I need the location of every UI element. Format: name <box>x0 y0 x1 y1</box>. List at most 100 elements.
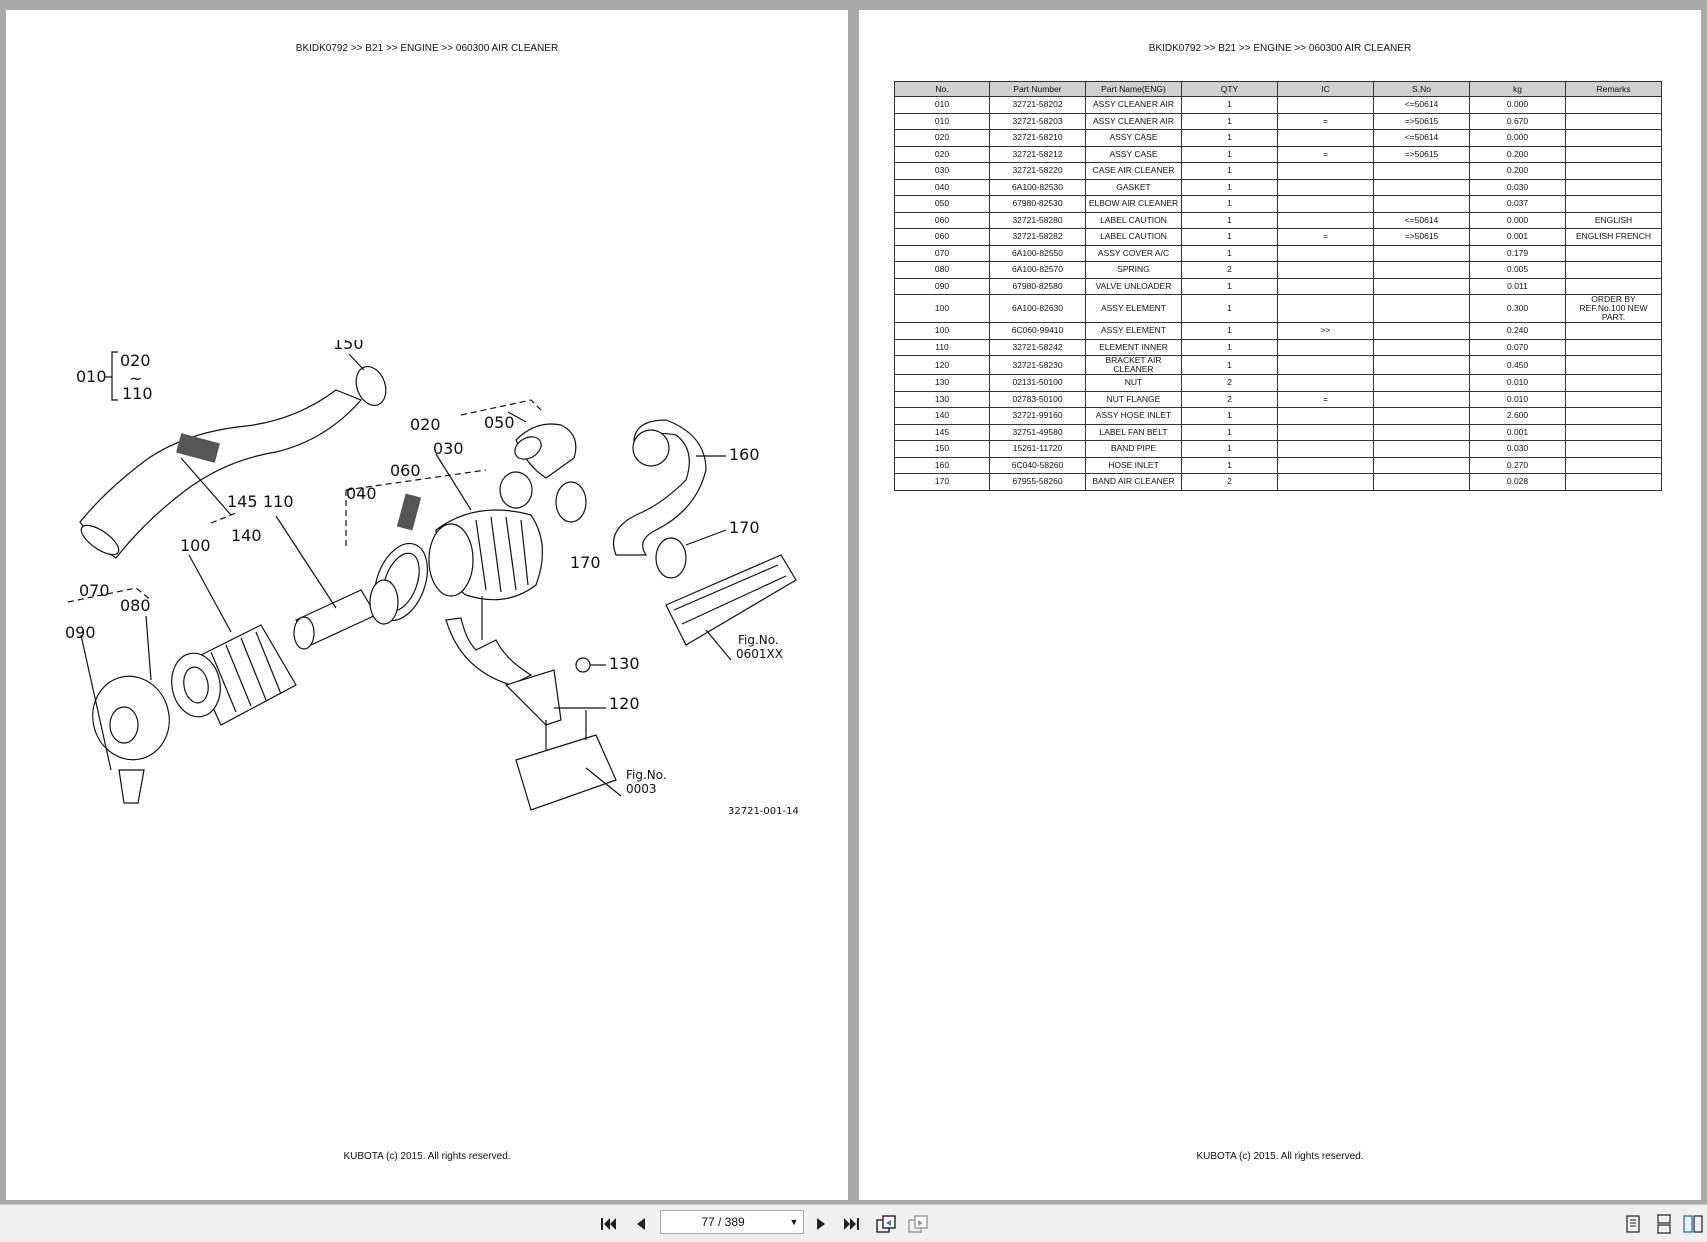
page-indicator[interactable]: 77 / 389 <box>701 1215 745 1229</box>
cell-remarks <box>1565 355 1662 375</box>
cell-part-number: 32721-58242 <box>989 338 1086 356</box>
cell-part-name: LABEL CAUTION <box>1085 228 1182 246</box>
cell-part-name: ASSY COVER A/C <box>1085 244 1182 262</box>
cell-kg: 0.200 <box>1469 145 1566 163</box>
hose-inlet-140 <box>79 389 363 559</box>
cell-part-number: 32721-58212 <box>989 145 1086 163</box>
callout-090: 090 <box>65 623 96 642</box>
cell-no: 050 <box>894 195 990 213</box>
case-030 <box>428 453 544 601</box>
cell-no: 160 <box>894 456 990 474</box>
cell-sno: =>50615 <box>1373 112 1470 130</box>
cell-qty: 2 <box>1181 261 1278 279</box>
diagram-callouts: 010 020 ~ 110 150 020 050 030 060 040 14… <box>65 340 760 713</box>
cell-part-number: 6C040-58260 <box>989 456 1086 474</box>
cell-qty: 1 <box>1181 338 1278 356</box>
cell-kg: 2.600 <box>1469 407 1566 425</box>
callout-120: 120 <box>609 694 640 713</box>
callout-110-range: 110 <box>122 384 153 403</box>
cell-qty: 1 <box>1181 244 1278 262</box>
col-header-ic: IC <box>1277 81 1374 97</box>
cell-kg: 0.028 <box>1469 473 1566 491</box>
cell-no: 020 <box>894 145 990 163</box>
last-page-icon[interactable] <box>840 1213 862 1235</box>
facing-pages-view-icon[interactable] <box>1682 1213 1704 1235</box>
cell-no: 130 <box>894 390 990 408</box>
cell-kg: 0.030 <box>1469 178 1566 196</box>
cell-part-name: ASSY CLEANER AIR <box>1085 96 1182 114</box>
callout-080: 080 <box>120 596 151 615</box>
cell-no: 070 <box>894 244 990 262</box>
col-header-no: No. <box>894 81 990 97</box>
cell-kg: 0.010 <box>1469 390 1566 408</box>
callout-030: 030 <box>433 439 464 458</box>
cell-part-number: 32721-58202 <box>989 96 1086 114</box>
prev-page-icon[interactable] <box>630 1213 652 1235</box>
cell-kg: 0.200 <box>1469 162 1566 180</box>
nut-130 <box>575 657 606 673</box>
elbow-050 <box>460 399 577 479</box>
col-header-kg: kg <box>1469 81 1566 97</box>
single-page-view-icon[interactable] <box>1622 1213 1644 1235</box>
cell-sno <box>1373 338 1470 356</box>
go-back-view-icon[interactable] <box>875 1213 897 1235</box>
cell-part-number: 67980-82530 <box>989 195 1086 213</box>
col-header-part-name: Part Name(ENG) <box>1085 81 1182 97</box>
cell-sno <box>1373 407 1470 425</box>
cell-part-name: BAND PIPE <box>1085 440 1182 458</box>
cell-kg: 0.001 <box>1469 228 1566 246</box>
cell-ic <box>1277 294 1374 323</box>
cell-part-number: 02131-50100 <box>989 374 1086 392</box>
left-page: BKIDK0792 >> B21 >> ENGINE >> 060300 AIR… <box>6 10 848 1200</box>
cell-qty: 2 <box>1181 390 1278 408</box>
cell-qty: 1 <box>1181 211 1278 229</box>
callout-060: 060 <box>390 461 421 480</box>
fig-ref-0601xx-line2: 0601XX <box>736 647 783 661</box>
cover-070 <box>67 587 170 804</box>
cell-kg: 0.037 <box>1469 195 1566 213</box>
cell-remarks <box>1565 277 1662 295</box>
next-page-icon[interactable] <box>810 1213 832 1235</box>
cell-sno: <=50614 <box>1373 129 1470 147</box>
cell-kg: 0.005 <box>1469 261 1566 279</box>
cell-kg: 0.010 <box>1469 374 1566 392</box>
cell-sno <box>1373 294 1470 323</box>
cell-part-number: 6A100-82630 <box>989 294 1086 323</box>
band-air-cleaner-170-a <box>555 481 587 523</box>
cell-part-name: BRACKET AIR CLEANER <box>1085 355 1182 375</box>
go-forward-view-icon[interactable] <box>907 1213 929 1235</box>
cell-remarks <box>1565 112 1662 130</box>
chevron-down-icon[interactable]: ▼ <box>789 1217 799 1227</box>
cell-part-number: 6A100-82530 <box>989 178 1086 196</box>
cell-part-number: 32721-58280 <box>989 211 1086 229</box>
cell-remarks <box>1565 423 1662 441</box>
callout-150: 150 <box>333 340 364 353</box>
cell-sno <box>1373 277 1470 295</box>
callout-110: 110 <box>263 492 294 511</box>
fig-0003-part: Fig.No. 0003 <box>515 710 667 811</box>
cell-no: 060 <box>894 228 990 246</box>
cell-sno <box>1373 195 1470 213</box>
cell-remarks <box>1565 473 1662 491</box>
page-number-field[interactable]: 77 / 389 ▼ <box>660 1210 804 1234</box>
cell-kg: 0.000 <box>1469 129 1566 147</box>
cell-part-number: 02783-50100 <box>989 390 1086 408</box>
cell-part-number: 67980-82580 <box>989 277 1086 295</box>
cell-qty: 1 <box>1181 112 1278 130</box>
first-page-icon[interactable] <box>598 1213 620 1235</box>
continuous-view-icon[interactable] <box>1653 1213 1675 1235</box>
cell-ic <box>1277 162 1374 180</box>
right-page: BKIDK0792 >> B21 >> ENGINE >> 060300 AIR… <box>859 10 1701 1200</box>
label-caution-060 <box>396 493 422 531</box>
col-header-remarks: Remarks <box>1565 81 1662 97</box>
cell-remarks <box>1565 261 1662 279</box>
element-100 <box>171 554 297 726</box>
col-header-sno: S.No <box>1373 81 1470 97</box>
cell-remarks <box>1565 374 1662 392</box>
cell-part-name: GASKET <box>1085 178 1182 196</box>
